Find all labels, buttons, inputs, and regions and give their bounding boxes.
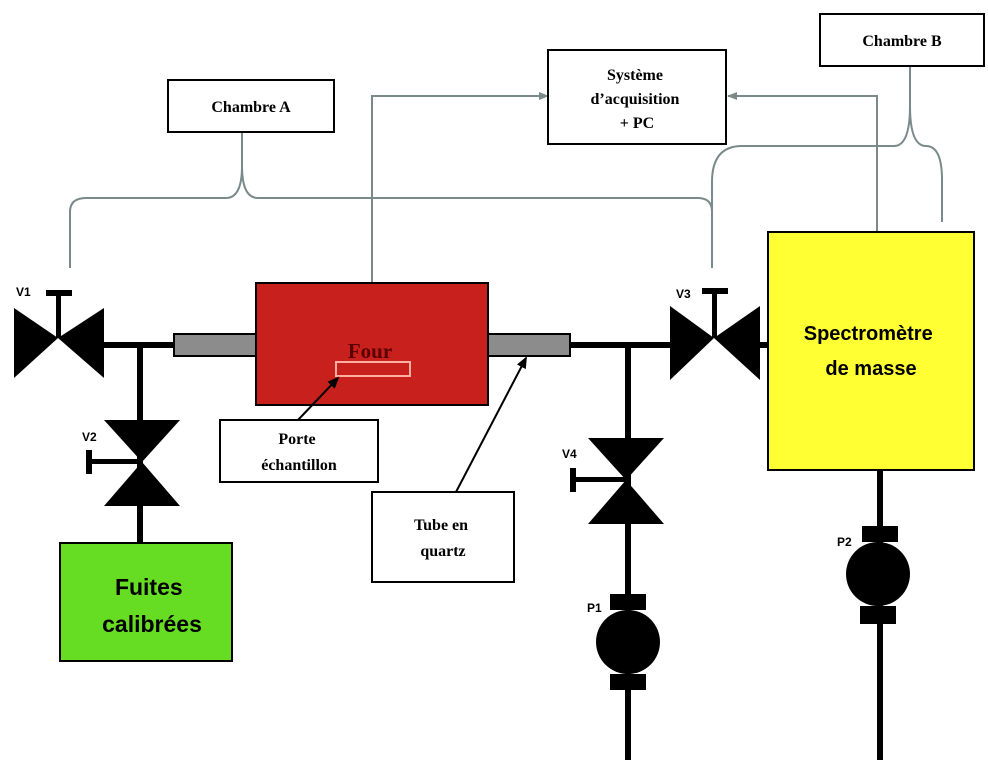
tube-arrow — [455, 356, 527, 493]
porte-echantillon-box: Porte échantillon — [219, 419, 379, 483]
fuites-box — [59, 542, 233, 662]
fuites-label: Fuites calibrées — [102, 574, 202, 637]
tube-quartz-box: Tube en quartz — [371, 491, 515, 583]
spectrometer-box — [767, 231, 975, 471]
signal-lines — [371, 92, 878, 282]
chambre-a-label: Chambre A — [211, 99, 291, 116]
sample-holder — [335, 361, 411, 377]
spectro-signal-line — [727, 92, 878, 232]
valve-v2 — [86, 420, 180, 506]
valve-v1 — [14, 290, 104, 378]
chambre-a-box: Chambre A — [167, 79, 335, 133]
valve-v4-label: V4 — [562, 447, 577, 461]
spectrometer-label: Spectromètre de masse — [804, 323, 939, 380]
quartz-tube-left — [173, 333, 259, 357]
pump-p1-label: P1 — [587, 601, 602, 615]
chambre-a-brace — [69, 132, 713, 268]
valve-v2-label: V2 — [82, 430, 97, 444]
four-label: Four — [348, 339, 392, 363]
pump-p2-label: P2 — [837, 535, 852, 549]
quartz-tube-right — [487, 333, 571, 357]
chambre-b-label: Chambre B — [862, 33, 942, 50]
pump-p1 — [596, 594, 660, 690]
acquisition-box: Système d’acquisition + PC — [547, 49, 727, 145]
valve-v1-label: V1 — [16, 285, 31, 299]
tube-quartz-label: Tube en quartz — [414, 517, 472, 560]
chambre-b-box: Chambre B — [819, 13, 985, 67]
pump-p2 — [846, 526, 910, 624]
porte-echantillon-label: Porte échantillon — [261, 431, 337, 474]
valve-v3 — [670, 288, 760, 380]
acquisition-label: Système d’acquisition + PC — [591, 67, 684, 132]
valve-v3-label: V3 — [676, 287, 691, 301]
four-signal-line — [371, 92, 549, 282]
chambre-b-brace — [711, 66, 943, 232]
valve-v4 — [570, 438, 664, 524]
porte-arrow — [297, 376, 340, 421]
four-box — [255, 282, 489, 406]
